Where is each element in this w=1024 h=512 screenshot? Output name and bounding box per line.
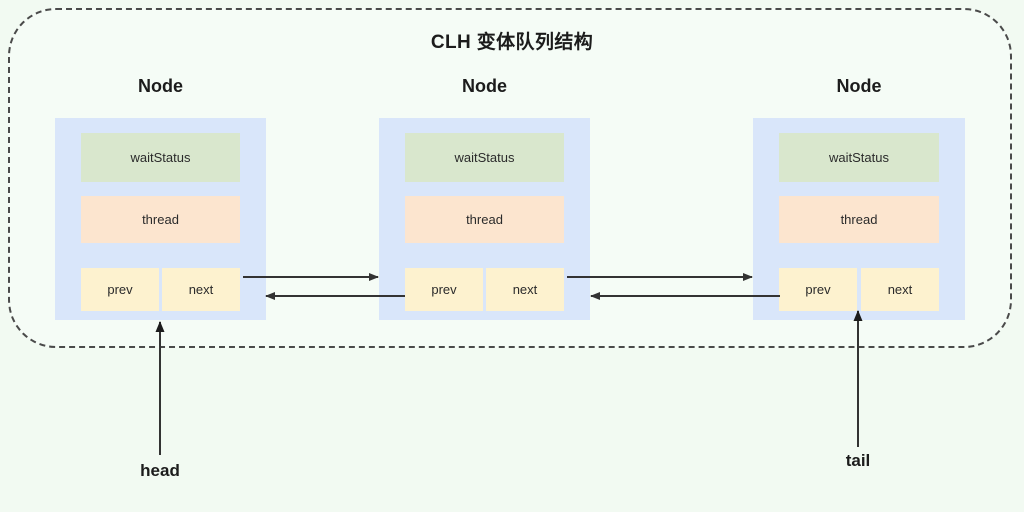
node-2-box: waitStatus thread prev next [379,118,590,320]
node-2-title: Node [462,76,507,96]
node-1-waitstatus-field: waitStatus [81,133,240,182]
node-1-title: Node [138,76,183,96]
node-1-next-field: next [162,268,240,311]
node-1-thread-field: thread [81,196,240,243]
node-2-prev-field: prev [405,268,483,311]
node-3-box: waitStatus thread prev next [753,118,965,320]
node-2-thread-field: thread [405,196,564,243]
node-1-box: waitStatus thread prev next [55,118,266,320]
node-2-next-field: next [486,268,564,311]
node-3-title: Node [836,76,882,96]
node-3-prev-field: prev [779,268,857,311]
node-3-waitstatus-field: waitStatus [779,133,939,182]
node-1-prev-field: prev [81,268,159,311]
node-2-waitstatus-field: waitStatus [405,133,564,182]
diagram-title: CLH 变体队列结构 [430,32,594,53]
node-3-thread-field: thread [779,196,939,243]
node-3-next-field: next [861,268,939,311]
head-label: head [140,461,180,480]
tail-label: tail [845,451,871,470]
